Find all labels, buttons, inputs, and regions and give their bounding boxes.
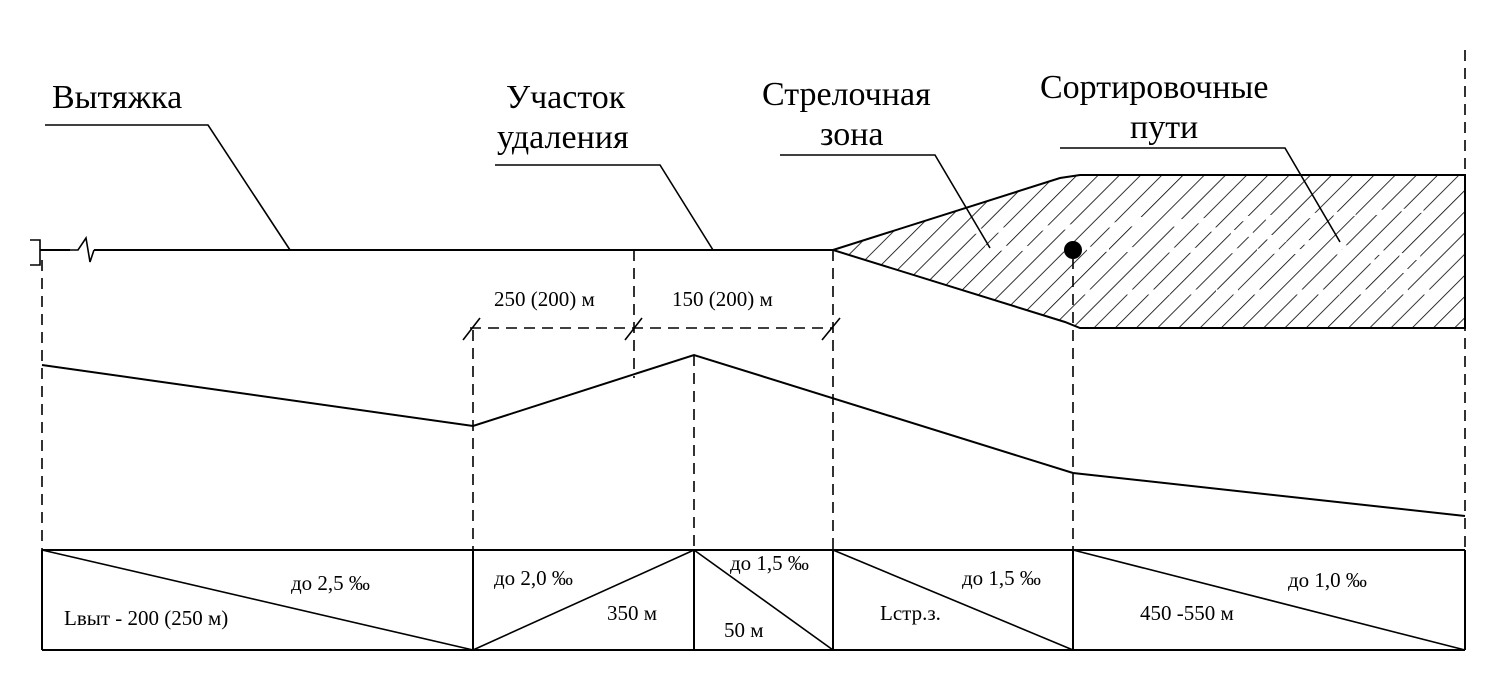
grade-diagonal [693,549,834,651]
grade-diagonal [472,549,695,651]
cell-2-length: 350 м [607,601,657,625]
grade-diagonal [832,549,1074,651]
cell-4-length: Lстр.з. [880,601,941,625]
track-end-bracket [30,239,41,266]
cell-1-length: Lвыт - 200 (250 м) [64,606,228,630]
profile-table: до 2,5 ‰ Lвыт - 200 (250 м) до 2,0 ‰ 350… [41,549,1466,651]
projection-lines [41,250,1074,550]
cell-5-length: 450 -550 м [1140,601,1234,625]
grade-diagonal [41,549,474,651]
zone-labels: Вытяжка Участок удаления Стрелочная зона… [52,69,1268,156]
grade-diagonal [1072,549,1466,651]
classification-tracks-dashes [959,207,1431,295]
track-plan [30,50,1466,650]
label-uchastok-line1: Участок [506,79,626,116]
cell-1-grade: до 2,5 ‰ [291,571,370,595]
dimension-lines: 250 (200) м 150 (200) м [462,287,841,341]
label-strelochnaya-line1: Стрелочная [762,76,931,113]
cell-4-grade: до 1,5 ‰ [962,566,1041,590]
dimension-tick-left [462,317,481,341]
longitudinal-profile-line [41,353,1466,517]
label-strelochnaya-line2: зона [820,116,884,153]
cell-5-grade: до 1,0 ‰ [1288,568,1367,592]
leader-vytyazhka [45,124,291,251]
dimension-250: 250 (200) м [494,287,595,311]
label-leaders [45,124,1341,251]
label-sortirovochnye-line1: Сортировочные [1040,69,1268,106]
label-sortirovochnye-line2: пути [1130,109,1198,146]
cell-3-length: 50 м [724,618,764,642]
dimension-150: 150 (200) м [672,287,773,311]
label-uchastok-line2: удаления [497,119,629,156]
leader-uchastok [495,164,714,251]
cell-3-grade: до 1,5 ‰ [730,551,809,575]
leader-sortirovochnye [1060,147,1341,243]
track-break-symbol [70,235,95,263]
switch-point-marker [1064,241,1082,259]
label-vytyazhka: Вытяжка [52,79,182,116]
cell-2-grade: до 2,0 ‰ [494,566,573,590]
leader-strelochnaya [780,154,991,249]
dimension-tick-right [821,317,841,341]
